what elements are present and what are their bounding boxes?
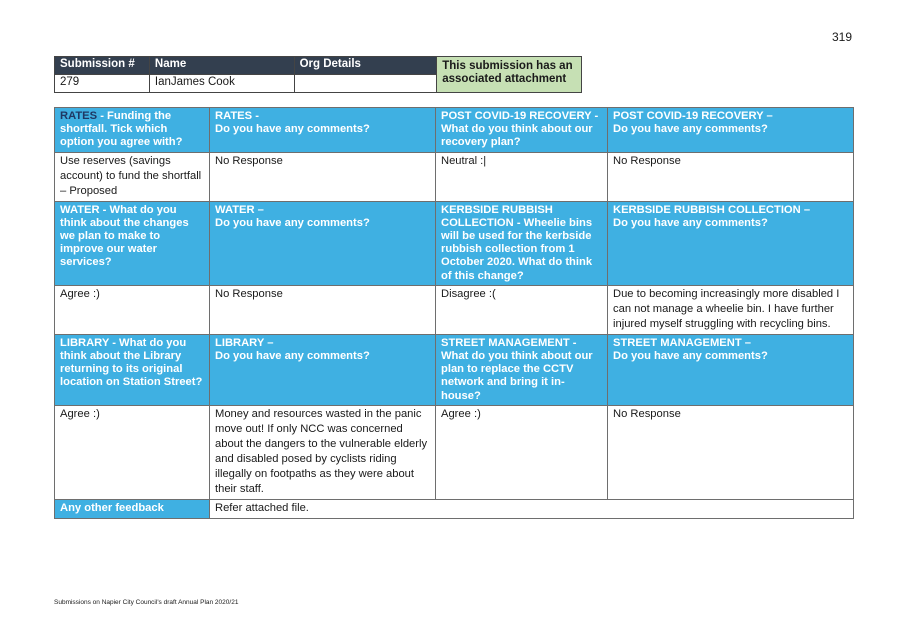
question-text: LIBRARY - What do you think about the Li… xyxy=(60,336,203,389)
question-street-comments: STREET MANAGEMENT – Do you have any comm… xyxy=(607,333,854,406)
attachment-note: This submission has an associated attach… xyxy=(436,56,582,93)
question-covid-comments: POST COVID-19 RECOVERY – Do you have any… xyxy=(607,107,854,153)
question-row: RATES - Funding the shortfall. Tick whic… xyxy=(54,107,854,153)
org-details xyxy=(293,74,438,93)
question-text: KERBSIDE RUBBISH COLLECTION – Do you hav… xyxy=(613,203,811,229)
question-library: LIBRARY - What do you think about the Li… xyxy=(54,333,210,406)
answer-row: Agree :) No Response Disagree :( Due to … xyxy=(54,284,854,335)
submission-header-row: Submission # Name Org Details This submi… xyxy=(54,56,582,93)
answer-rates-option: Use reserves (savings account) to fund t… xyxy=(54,151,210,202)
question-text: STREET MANAGEMENT – Do you have any comm… xyxy=(613,336,768,363)
question-water: WATER - What do you think about the chan… xyxy=(54,200,210,286)
question-kerbside-comments: KERBSIDE RUBBISH COLLECTION – Do you hav… xyxy=(607,200,854,286)
page-footer: Submissions on Napier City Council's dra… xyxy=(54,599,239,606)
answer-street-comments: No Response xyxy=(607,404,854,500)
question-text: WATER - What do you think about the chan… xyxy=(60,203,189,269)
question-water-comments: WATER – Do you have any comments? xyxy=(209,200,436,286)
other-feedback-label: Any other feedback xyxy=(54,498,210,519)
question-text: POST COVID-19 RECOVERY - What do you thi… xyxy=(441,110,599,149)
answer-covid-comments: No Response xyxy=(607,151,854,202)
answer-water: Agree :) xyxy=(54,284,210,335)
answer-street-management: Agree :) xyxy=(435,404,608,500)
header-submission-number: Submission # xyxy=(54,56,150,75)
answer-kerbside: Disagree :( xyxy=(435,284,608,335)
submission-number: 279 xyxy=(54,74,150,93)
question-text: - Funding the shortfall. Tick which opti… xyxy=(60,110,183,149)
question-row: WATER - What do you think about the chan… xyxy=(54,200,854,286)
answer-rates-comments: No Response xyxy=(209,151,436,202)
answer-row: Agree :) Money and resources wasted in t… xyxy=(54,404,854,500)
answer-library: Agree :) xyxy=(54,404,210,500)
question-row: LIBRARY - What do you think about the Li… xyxy=(54,333,854,406)
question-covid-recovery: POST COVID-19 RECOVERY - What do you thi… xyxy=(435,107,608,153)
submission-table: Submission # Name Org Details This submi… xyxy=(54,56,582,93)
header-name: Name xyxy=(148,56,295,75)
question-text: KERBSIDE RUBBISH COLLECTION - Wheelie bi… xyxy=(441,203,593,282)
submission-value-row: 279 IanJames Cook xyxy=(54,74,582,93)
question-text: POST COVID-19 RECOVERY – Do you have any… xyxy=(613,110,773,136)
question-text: STREET MANAGEMENT - What do you think ab… xyxy=(441,336,593,402)
responses-table: RATES - Funding the shortfall. Tick whic… xyxy=(54,107,854,519)
question-text: WATER – Do you have any comments? xyxy=(215,203,370,229)
question-kerbside: KERBSIDE RUBBISH COLLECTION - Wheelie bi… xyxy=(435,200,608,286)
answer-library-comments: Money and resources wasted in the panic … xyxy=(209,404,436,500)
answer-kerbside-comments: Due to becoming increasingly more disabl… xyxy=(607,284,854,335)
submitter-name: IanJames Cook xyxy=(148,74,295,93)
answer-covid-recovery: Neutral :| xyxy=(435,151,608,202)
question-rates-comments: RATES - Do you have any comments? xyxy=(209,107,436,153)
answer-row: Use reserves (savings account) to fund t… xyxy=(54,151,854,202)
page-number: 319 xyxy=(831,30,852,44)
question-topic: RATES xyxy=(60,110,98,122)
question-library-comments: LIBRARY – Do you have any comments? xyxy=(209,333,436,406)
other-feedback-value: Refer attached file. xyxy=(209,498,854,519)
question-street-management: STREET MANAGEMENT - What do you think ab… xyxy=(435,333,608,406)
answer-water-comments: No Response xyxy=(209,284,436,335)
header-org-details: Org Details xyxy=(293,56,438,75)
question-text: LIBRARY – Do you have any comments? xyxy=(215,336,370,363)
question-rates-option: RATES - Funding the shortfall. Tick whic… xyxy=(54,107,210,153)
other-feedback-row: Any other feedback Refer attached file. xyxy=(54,498,854,519)
question-text: RATES - Do you have any comments? xyxy=(215,110,370,136)
